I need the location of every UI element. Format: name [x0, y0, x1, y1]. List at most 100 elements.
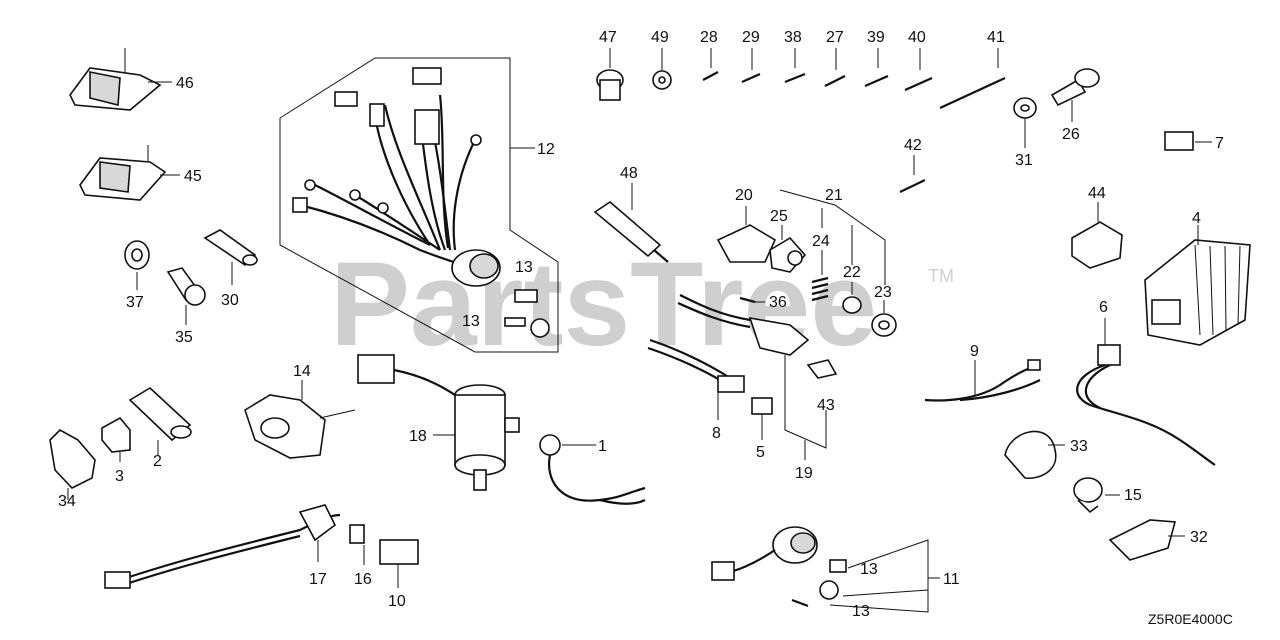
switch-20	[716, 206, 777, 263]
washer-37	[124, 240, 150, 290]
cap-47	[596, 48, 624, 101]
callout-28: 28	[700, 29, 718, 46]
callout-13a: 13	[515, 259, 533, 276]
callout-25: 25	[770, 208, 788, 225]
harness-6	[1076, 318, 1216, 466]
callout-24: 24	[812, 233, 830, 250]
callout-13b: 13	[462, 313, 480, 330]
clip-16	[349, 524, 365, 565]
callout-42: 42	[904, 137, 922, 154]
mount-45	[79, 145, 180, 201]
callout-31: 31	[1015, 152, 1033, 169]
block-5	[751, 397, 773, 440]
diagram-code: Z5R0E4000C	[1148, 611, 1233, 627]
screw-39	[864, 48, 889, 88]
wire-8	[647, 338, 745, 420]
callout-21: 21	[825, 187, 843, 204]
clip-3	[101, 416, 131, 462]
harness-17	[104, 504, 341, 589]
connector-10	[379, 539, 419, 588]
nut-49	[652, 48, 672, 90]
callout-44: 44	[1088, 185, 1106, 202]
callout-14: 14	[293, 363, 311, 380]
tube-2	[128, 387, 192, 455]
screw-38	[784, 48, 806, 84]
watermark-tm: TM	[928, 266, 954, 286]
screw-28	[702, 48, 719, 81]
screw-29	[741, 48, 761, 84]
callout-13c: 13	[860, 561, 878, 578]
callout-33: 33	[1070, 438, 1088, 455]
callout-19: 19	[795, 465, 813, 482]
bracket-32	[1108, 519, 1185, 561]
bolt-41	[939, 48, 1006, 109]
regulator-4	[1144, 225, 1251, 346]
callout-17: 17	[309, 571, 327, 588]
callout-9: 9	[970, 343, 979, 360]
sensor-30	[203, 229, 258, 285]
callout-46: 46	[176, 75, 194, 92]
callout-15: 15	[1124, 487, 1142, 504]
callout-32: 32	[1190, 529, 1208, 546]
callout-labels: 1 2 3 4 5 6 7 8 9 10 11 12 13 13 13 13 1…	[58, 29, 1224, 620]
callout-22: 22	[843, 264, 861, 281]
mount-46	[69, 48, 172, 111]
cable-9	[924, 359, 1041, 402]
callout-7: 7	[1215, 135, 1224, 152]
callout-40: 40	[908, 29, 926, 46]
callout-12: 12	[537, 141, 555, 158]
clamp-15	[1073, 477, 1120, 514]
connector-44	[1071, 202, 1123, 269]
block-7	[1164, 131, 1212, 151]
screw-27	[824, 48, 846, 87]
clip-33	[1004, 430, 1065, 479]
callout-3: 3	[115, 468, 124, 485]
harness-group-12	[279, 57, 559, 353]
callout-18: 18	[409, 428, 427, 445]
boot-34	[49, 429, 96, 500]
washer-31	[1013, 97, 1037, 148]
lead-19-43	[784, 355, 838, 460]
plug-48	[593, 183, 669, 263]
callout-37: 37	[126, 294, 144, 311]
ring-23	[871, 300, 897, 337]
callout-23: 23	[874, 284, 892, 301]
callout-8: 8	[712, 425, 721, 442]
callout-36: 36	[769, 294, 787, 311]
callout-49: 49	[651, 29, 669, 46]
callout-38: 38	[784, 29, 802, 46]
callout-11: 11	[943, 571, 960, 588]
screw-40	[904, 48, 933, 92]
solenoid-18	[357, 354, 520, 491]
sensor-14	[244, 380, 356, 459]
callout-34: 34	[58, 493, 76, 510]
spring-24	[811, 250, 829, 302]
callout-4: 4	[1192, 210, 1201, 227]
part-25	[769, 225, 807, 273]
callout-41: 41	[987, 29, 1005, 46]
screw-42	[899, 155, 926, 193]
callout-13d: 13	[852, 603, 870, 620]
callout-29: 29	[742, 29, 760, 46]
callout-16: 16	[354, 571, 372, 588]
callout-20: 20	[735, 187, 753, 204]
callout-39: 39	[867, 29, 885, 46]
callout-35: 35	[175, 329, 193, 346]
callout-27: 27	[826, 29, 844, 46]
bolt-35	[166, 267, 206, 325]
callout-43: 43	[817, 397, 835, 414]
screw-36	[739, 296, 765, 304]
cap-22	[842, 282, 862, 314]
callout-5: 5	[756, 444, 765, 461]
callout-30: 30	[221, 292, 239, 309]
callout-2: 2	[153, 453, 162, 470]
callout-1: 1	[598, 438, 607, 455]
switch-1	[539, 434, 646, 505]
callout-10: 10	[388, 593, 406, 610]
callout-6: 6	[1099, 299, 1108, 316]
switch-assembly	[677, 294, 810, 356]
bolt-26	[1050, 68, 1100, 122]
callout-48: 48	[620, 165, 638, 182]
callout-26: 26	[1062, 126, 1080, 143]
